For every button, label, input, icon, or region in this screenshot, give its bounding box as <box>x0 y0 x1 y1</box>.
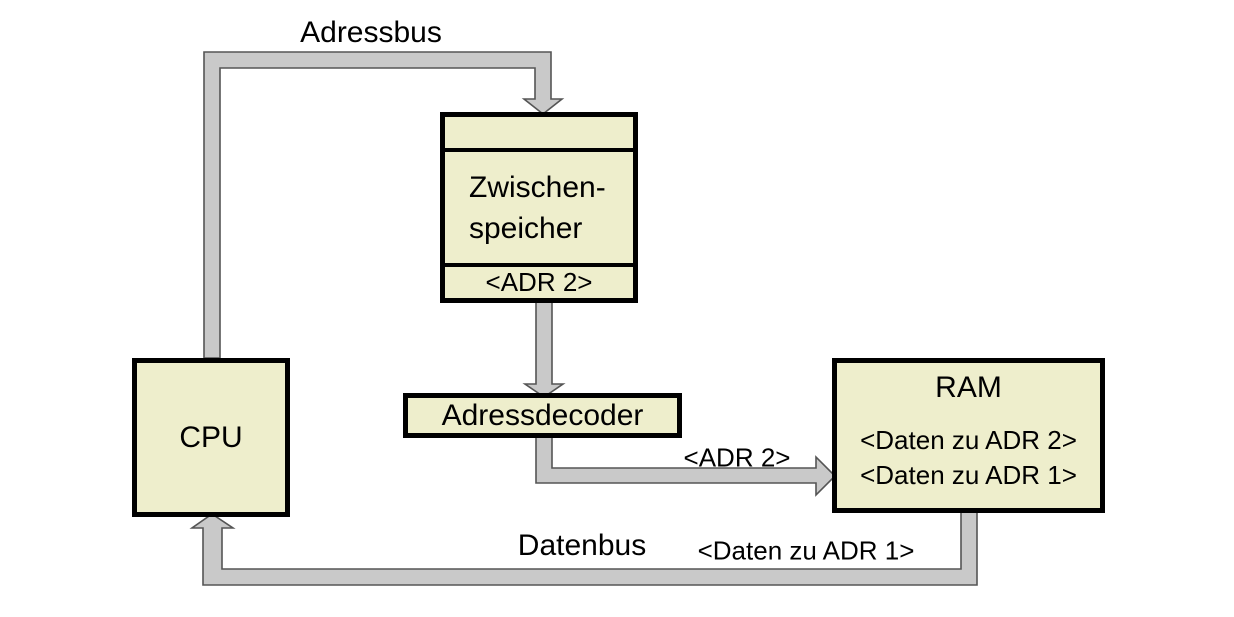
datenbus-value-label: <Daten zu ADR 1> <box>697 535 915 566</box>
cpu-box: CPU <box>132 358 290 517</box>
datenbus-label: Datenbus <box>517 529 647 562</box>
adressbus-label: Adressbus <box>300 16 442 49</box>
zwischenspeicher-address-value: <ADR 2> <box>485 267 593 297</box>
zwischenspeicher-label-line1: Zwischen- <box>469 170 606 204</box>
zwischenspeicher-label-line2: speicher <box>469 211 583 245</box>
zwischenspeicher-box: Zwischen- speicher <ADR 2> <box>440 112 638 303</box>
zwischenspeicher-empty-slot <box>445 117 633 152</box>
adr2-pipe <box>535 435 837 497</box>
zwischenspeicher-address-slot: <ADR 2> <box>445 267 633 298</box>
adressdecoder-label: Adressdecoder <box>441 398 644 432</box>
adressbus-pipe <box>203 51 565 359</box>
ram-box: RAM <Daten zu ADR 2> <Daten zu ADR 1> <box>832 358 1105 513</box>
cpu-label: CPU <box>179 420 243 454</box>
zwischenspeicher-label: Zwischen- speicher <box>445 152 633 267</box>
datenbus-pipe <box>189 510 978 586</box>
adr2-pipe-label: <ADR 2> <box>683 442 791 473</box>
ram-title: RAM <box>935 371 1002 404</box>
ram-data-row-2: <Daten zu ADR 1> <box>860 460 1077 490</box>
buffer-to-decoder-arrow <box>522 299 566 398</box>
adressdecoder-box: Adressdecoder <box>403 393 682 438</box>
ram-data-row-1: <Daten zu ADR 2> <box>860 425 1077 455</box>
